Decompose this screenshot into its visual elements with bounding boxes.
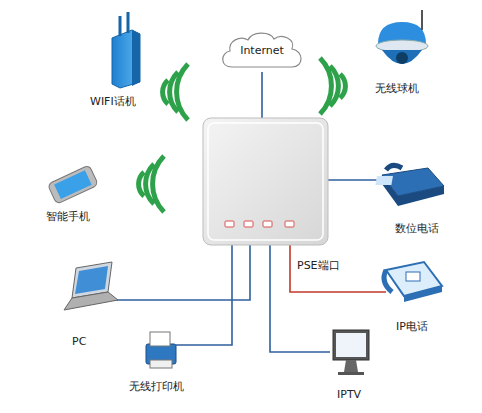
digital-phone: 数位电话 [395,221,439,236]
ip-phone: IP电话 [396,319,428,334]
device-label: PC [72,335,86,348]
smartphone: 智能手机 [46,209,90,224]
printer: 无线打印机 [129,379,184,394]
port-label: PSE端口 [296,258,341,273]
device-label: WIFI话机 [90,94,136,109]
dome-camera: 无线球机 [375,81,419,96]
device-label: 智能手机 [46,209,90,224]
pc: PC [72,335,86,348]
device-label: IP电话 [396,319,428,334]
device-label: 无线打印机 [129,379,184,394]
device-label: 数位电话 [395,221,439,236]
iptv: IPTV [337,388,361,401]
device-label: Internet [240,44,284,57]
wifi-phone: WIFI话机 [90,94,136,109]
device-label: IPTV [337,388,361,401]
internet-cloud: Internet [218,29,306,71]
device-label: 无线球机 [375,81,419,96]
